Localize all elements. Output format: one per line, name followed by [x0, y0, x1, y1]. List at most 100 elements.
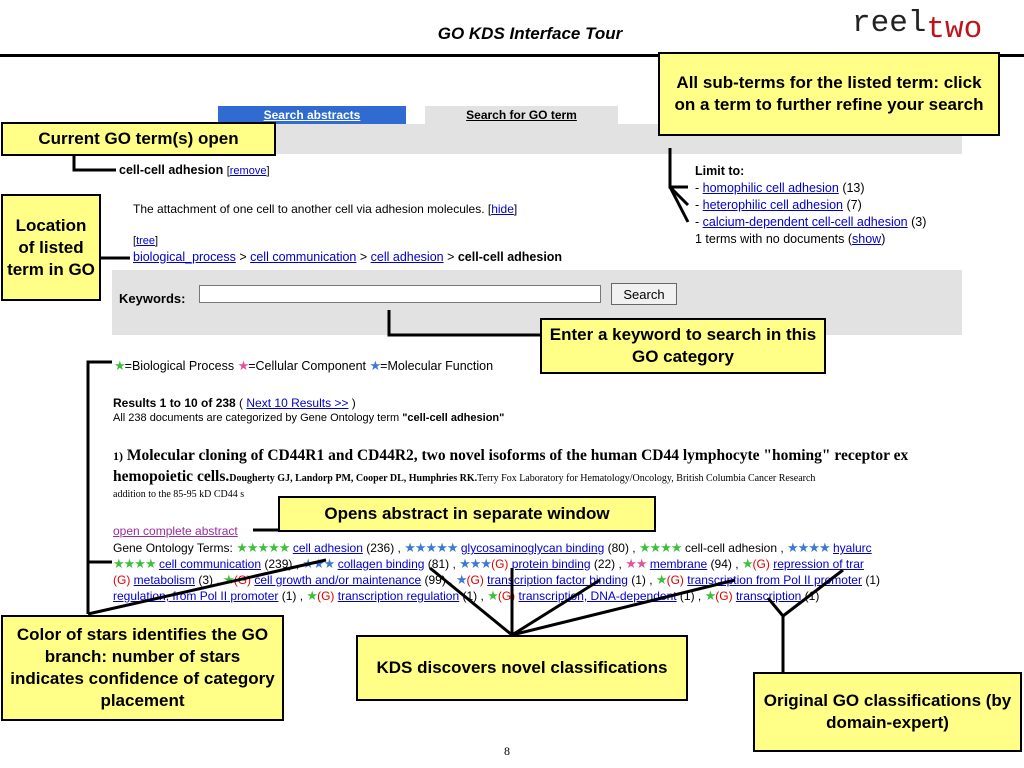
go-term-count: (80) ,	[604, 541, 636, 555]
star-icon: ★	[455, 572, 468, 587]
keyword-input[interactable]	[199, 285, 601, 303]
star-icon: ★	[487, 588, 499, 603]
go-term-count: (239) ,	[261, 557, 300, 571]
breadcrumb-current: cell-cell adhesion	[457, 250, 563, 264]
green-star-icon: ★	[114, 358, 126, 373]
breadcrumb-cell-communication[interactable]: cell communication	[250, 250, 357, 264]
article-title-line2: hemopoietic cells.	[113, 468, 230, 485]
go-term-entry: ★★★★ cell communication (239) ,	[113, 556, 300, 571]
connector-current-term	[72, 155, 116, 172]
star-icon: ★★★	[459, 556, 492, 571]
go-term-count: (81) ,	[424, 557, 456, 571]
callout-current-term: Current GO term(s) open	[1, 122, 276, 156]
logo-two: two	[926, 12, 983, 47]
star-icon: ★★★★	[787, 540, 831, 555]
go-term-entry: ★★★★★ glycosaminoglycan binding (80) ,	[404, 540, 636, 555]
go-term-entry: ★(G) repression of trar	[741, 556, 864, 571]
connector-subterms-2	[668, 185, 690, 207]
next-results-link[interactable]: Next 10 Results >>	[246, 396, 349, 410]
callout-original: Original GO classifications (by domain-e…	[753, 672, 1022, 752]
kds-g-marker: (G)	[666, 573, 684, 587]
paren: )	[348, 396, 356, 410]
hide-definition-link[interactable]: hide	[491, 202, 514, 216]
current-term-name: cell-cell adhesion	[119, 163, 224, 177]
categorized-text: All 238 documents are categorized by Gen…	[113, 412, 403, 424]
star-icon: ★	[223, 572, 235, 587]
go-term-link[interactable]: hyalurc	[832, 541, 872, 555]
callout-opens-abstract: Opens abstract in separate window	[278, 496, 656, 532]
tree-link[interactable]: tree	[136, 235, 156, 247]
categorized-term: "cell-cell adhesion"	[402, 412, 505, 424]
callout-subterms: All sub-terms for the listed term: click…	[658, 52, 1000, 136]
go-term-count: (1) ,	[676, 589, 702, 603]
kds-g-marker: (G)	[466, 573, 484, 587]
go-term-count: ,	[777, 541, 784, 555]
breadcrumb-biological-process[interactable]: biological_process	[133, 250, 236, 264]
star-icon: ★★★★	[638, 540, 683, 555]
go-term-entry: ★★ membrane (94) ,	[625, 556, 738, 571]
go-term-link[interactable]: protein binding	[511, 557, 591, 571]
go-term-entry: regulation, from Pol II promoter (1) ,	[113, 589, 303, 603]
go-term-count: (1) ,	[278, 589, 304, 603]
callout-keyword: Enter a keyword to search in this GO cat…	[540, 318, 826, 374]
legend-bp: =Biological Process	[124, 359, 235, 373]
kds-g-marker: (G)	[497, 589, 516, 603]
article-snippet: addition to the 85-95 kD CD44 s	[113, 489, 245, 500]
legend-cc: =Cellular Component	[248, 359, 367, 373]
go-term-count: (1) ,	[459, 589, 484, 603]
go-term-count: (3) ,	[195, 573, 220, 587]
reeltwo-logo: reeltwo	[852, 6, 982, 47]
go-term-entry: ★★★ collagen binding (81) ,	[302, 556, 456, 571]
go-terms-line-2: ★★★★ cell communication (239) , ★★★ coll…	[113, 556, 962, 572]
go-term-entry: ★★★★ hyalurc	[787, 540, 872, 555]
bracket: ]	[155, 235, 159, 247]
go-term-link[interactable]: transcription	[735, 589, 802, 603]
show-no-docs-link[interactable]: show	[852, 232, 882, 246]
go-term-link[interactable]: transcription, DNA-dependent	[518, 589, 677, 603]
article-affiliation: Terry Fox Laboratory for Hematology/Onco…	[477, 473, 816, 484]
go-term-count: (1) ,	[627, 573, 653, 587]
go-term-link[interactable]: transcription factor binding	[487, 573, 628, 587]
tab-search-abstracts[interactable]: Search abstracts	[218, 106, 406, 124]
go-terms-line-1: Gene Ontology Terms: ★★★★★ cell adhesion…	[113, 540, 962, 556]
pink-star-icon: ★	[237, 358, 250, 373]
go-term-link[interactable]: transcription from Pol II promoter	[687, 573, 862, 587]
go-term-entry: ★(G) transcription regulation (1) ,	[306, 588, 484, 603]
go-term-link[interactable]: membrane	[649, 557, 708, 571]
go-term-link[interactable]: glycosaminoglycan binding	[460, 541, 605, 555]
go-term-count: (236) ,	[362, 541, 401, 555]
search-button[interactable]: Search	[611, 283, 677, 305]
header-rule	[0, 54, 1024, 57]
go-term-link[interactable]: collagen binding	[337, 557, 425, 571]
limit-item-calcium-dependent[interactable]: calcium-dependent cell-cell adhesion	[702, 215, 908, 229]
categorized-note: All 238 documents are categorized by Gen…	[113, 412, 504, 424]
go-term-entry: ★(G) transcription, DNA-dependent (1) ,	[487, 588, 702, 603]
breadcrumb-cell-adhesion[interactable]: cell adhesion	[370, 250, 444, 264]
star-icon: ★	[741, 556, 754, 571]
go-term-link[interactable]: cell growth and/or maintenance	[254, 573, 422, 587]
star-icon: ★	[306, 588, 318, 603]
article-title: 1) Molecular cloning of CD44R1 and CD44R…	[113, 447, 962, 465]
go-term-link[interactable]: cell communication	[158, 557, 262, 571]
article-number: 1)	[113, 449, 123, 463]
slide-title: GO KDS Interface Tour	[437, 24, 623, 43]
callout-stars: Color of stars identifies the GO branch:…	[1, 615, 284, 721]
definition-text: The attachment of one cell to another ce…	[133, 202, 492, 216]
limit-item-heterophilic[interactable]: heterophilic cell adhesion	[702, 198, 844, 212]
current-term-row: cell-cell adhesion [remove]	[119, 163, 270, 177]
go-terms-line-4: regulation, from Pol II promoter (1) , ★…	[113, 588, 962, 604]
go-term-count: (99) ,	[421, 573, 453, 587]
limit-item-homophilic[interactable]: homophilic cell adhesion	[702, 181, 839, 195]
go-term-entry: ★(G) transcription from Pol II promoter …	[656, 572, 880, 587]
go-term-link[interactable]: repression of trar	[773, 557, 864, 571]
star-icon: ★	[704, 588, 717, 603]
go-term-link[interactable]: cell adhesion	[292, 541, 363, 555]
remove-term-link[interactable]: remove	[229, 165, 267, 177]
go-term-link[interactable]: regulation, from Pol II promoter	[113, 589, 279, 603]
go-term-link[interactable]: metabolism	[133, 573, 196, 587]
go-term-link[interactable]: transcription regulation	[337, 589, 460, 603]
tab-search-go-term[interactable]: Search for GO term	[425, 106, 618, 124]
connector-stars	[86, 360, 112, 614]
results-count: Results 1 to 10 of 238	[113, 396, 236, 410]
open-abstract-link[interactable]: open complete abstract	[113, 524, 238, 538]
